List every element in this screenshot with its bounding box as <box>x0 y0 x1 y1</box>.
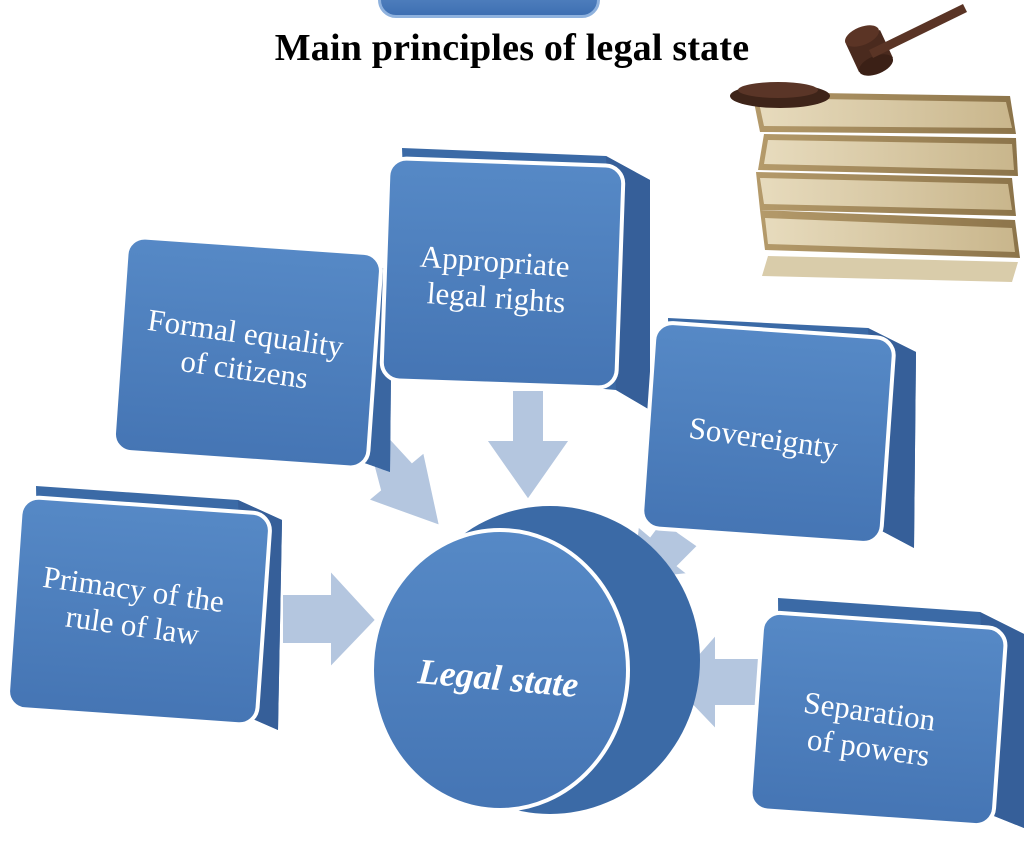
principle-box-primacy: Primacy of the rule of law <box>6 486 282 730</box>
gavel-on-books-icon <box>730 4 1020 282</box>
center-legal-state: Legal state <box>370 506 700 814</box>
arrow-separation <box>670 631 761 733</box>
arrow-appropriate-rights <box>484 389 572 502</box>
book-stack <box>752 92 1020 282</box>
principle-label-appropriate-rights: Appropriate legal rights <box>416 239 578 321</box>
gavel <box>730 4 967 108</box>
principle-box-appropriate-rights: Appropriate legal rights <box>379 148 650 410</box>
arrow-primacy <box>281 567 378 671</box>
principle-box-separation: Separation of powers <box>748 598 1024 828</box>
page-title: Main principles of legal state <box>274 27 750 69</box>
principle-box-sovereignty: Sovereignty <box>640 318 916 548</box>
principle-box-formal-equality: Formal equality of citizens <box>111 235 392 472</box>
